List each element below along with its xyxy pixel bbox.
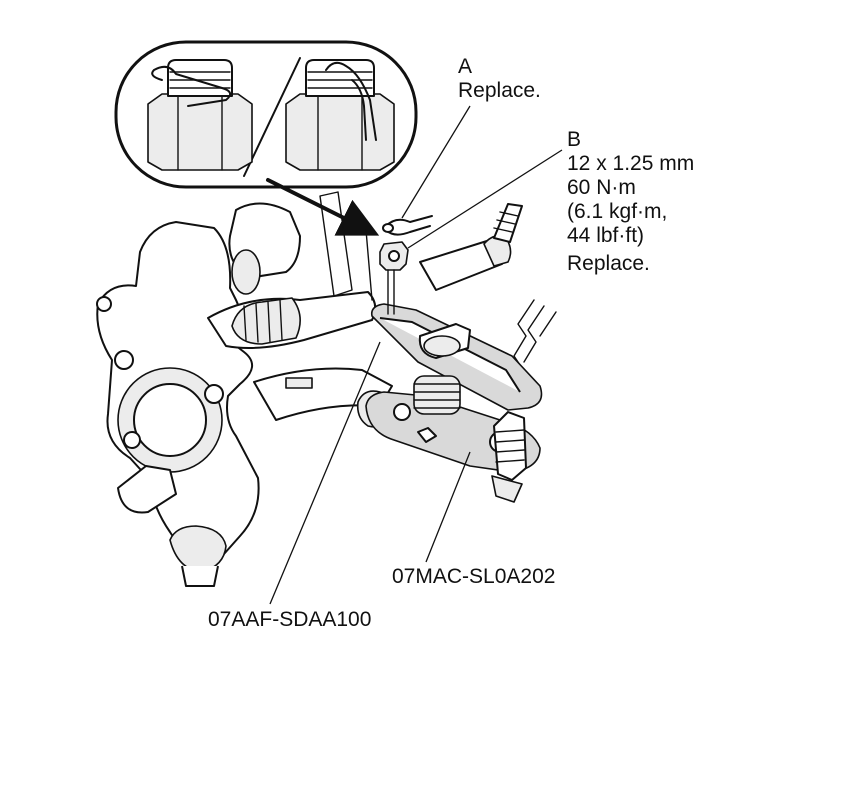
- callout-b-torque-lbf: 44 lbf·ft): [567, 224, 645, 247]
- cotter-pin: [382, 215, 433, 236]
- detail-pointer-arrow: [266, 178, 380, 236]
- callout-a-letter: A: [458, 55, 473, 78]
- leader-separator: [425, 451, 471, 563]
- callout-b-letter: B: [567, 128, 582, 151]
- leader-a: [401, 105, 471, 219]
- nut-pin-folded-right: [285, 59, 395, 171]
- leader-hex-wrench: [269, 341, 381, 605]
- leader-b: [407, 149, 563, 249]
- knuckle-assembly: [96, 191, 557, 587]
- castle-nut: [379, 241, 409, 315]
- tool-separator-label: 07MAC-SL0A202: [392, 565, 556, 588]
- callout-b-note: Replace.: [567, 252, 650, 275]
- callout-b-torque-kgf: (6.1 kgf·m,: [567, 200, 668, 223]
- callout-b-torque-nm: 60 N·m: [567, 176, 636, 199]
- detail-divider: [243, 57, 301, 177]
- ball-joint-separator-tool: [365, 303, 543, 503]
- detail-inset: [114, 40, 418, 236]
- callout-b-size: 12 x 1.25 mm: [567, 152, 695, 175]
- callout-a-note: Replace.: [458, 79, 541, 102]
- nut-pin-bent-left: [147, 59, 253, 171]
- tool-hex-wrench-label: 07AAF-SDAA100: [208, 608, 372, 631]
